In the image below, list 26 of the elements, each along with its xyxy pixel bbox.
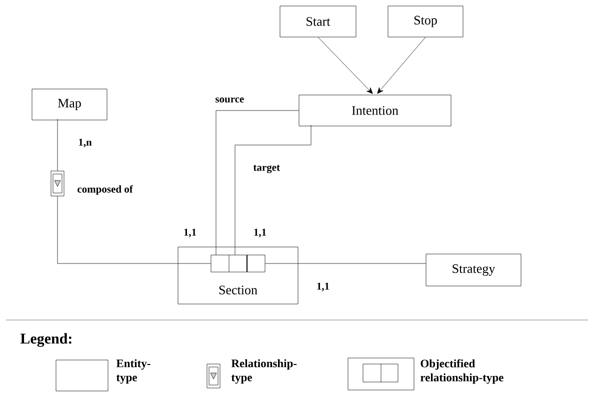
legend-label: Objectified relationship-type <box>420 359 504 384</box>
legend-heading: Legend: <box>20 333 72 347</box>
legend-label: Entity-type <box>116 359 150 384</box>
relationship-label: composed of <box>78 185 133 195</box>
entity-box: Stop <box>388 6 464 38</box>
legend-label: Relationship-type <box>231 359 297 384</box>
connector-line <box>57 118 58 171</box>
connector-line <box>234 124 312 256</box>
connector-line <box>216 110 299 256</box>
objectified-relationship-box <box>210 254 266 272</box>
edge-label: target <box>252 164 282 174</box>
edge-label: source <box>214 96 246 104</box>
connector-line <box>265 263 426 264</box>
connector-line <box>57 196 211 264</box>
cardinality-label: 1,1 <box>317 282 330 292</box>
arrow <box>377 37 426 94</box>
cardinality-label: 1,n <box>79 138 92 148</box>
cardinality-label: 1,1 <box>184 228 196 238</box>
entity-box: Map <box>32 88 108 120</box>
entity-box: Strategy <box>426 254 522 286</box>
entity-box: Start <box>280 6 356 38</box>
entity-box: Intention <box>298 94 452 126</box>
relationship-symbol <box>50 170 64 196</box>
entity-box: Section <box>178 246 298 304</box>
arrow <box>318 37 373 94</box>
cardinality-label: 1,1 <box>254 228 266 238</box>
